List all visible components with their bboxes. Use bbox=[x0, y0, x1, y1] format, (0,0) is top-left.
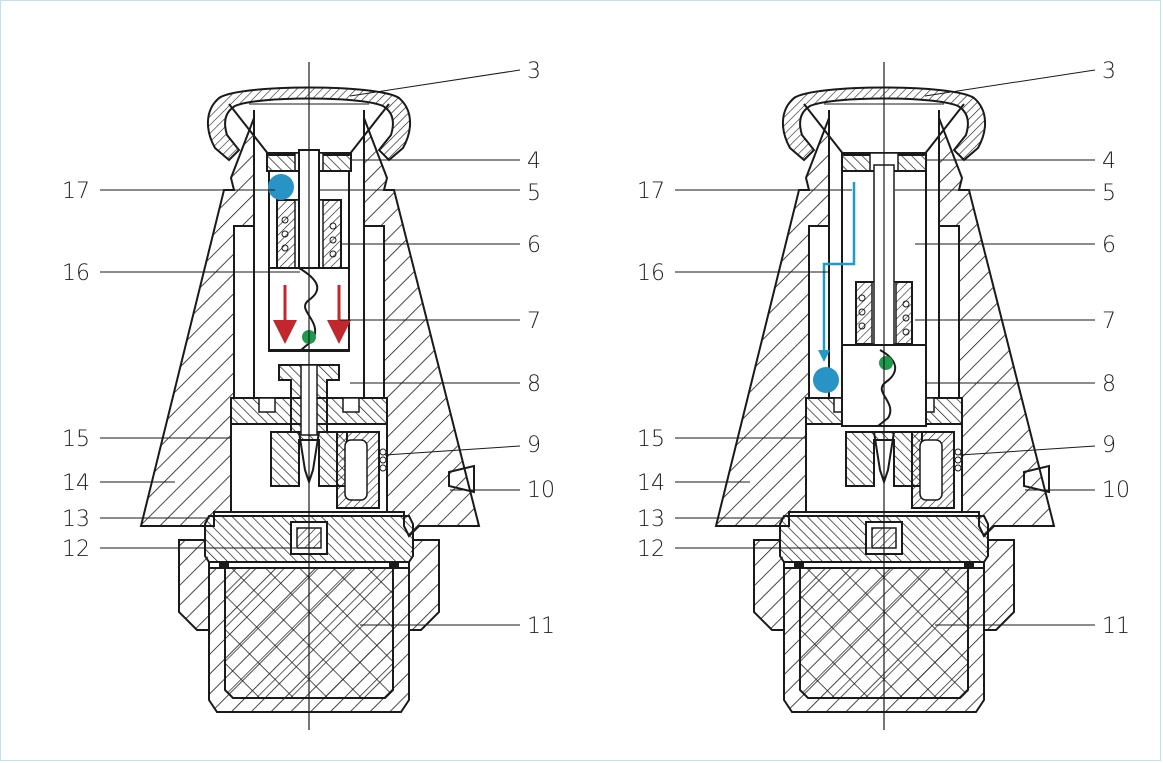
label-9-left: 9 bbox=[527, 433, 541, 458]
green-ball-right bbox=[879, 356, 893, 370]
label-11-left: 11 bbox=[527, 614, 555, 639]
label-3-left: 3 bbox=[527, 59, 541, 84]
label-8-left: 8 bbox=[527, 372, 541, 397]
label-14-left: 14 bbox=[62, 471, 90, 496]
label-7-left: 7 bbox=[527, 309, 541, 334]
label-5-left: 5 bbox=[527, 181, 541, 206]
label-6-left: 6 bbox=[527, 233, 541, 258]
label-6-right: 6 bbox=[1102, 233, 1116, 258]
label-10-right: 10 bbox=[1102, 478, 1130, 503]
label-13-right: 13 bbox=[637, 507, 665, 532]
label-13-left: 13 bbox=[62, 507, 90, 532]
label-5-right: 5 bbox=[1102, 181, 1116, 206]
label-15-left: 15 bbox=[62, 427, 90, 452]
label-15-right: 15 bbox=[637, 427, 665, 452]
label-17-left: 17 bbox=[62, 179, 90, 204]
label-12-left: 12 bbox=[62, 537, 90, 562]
label-8-right: 8 bbox=[1102, 372, 1116, 397]
label-7-right: 7 bbox=[1102, 309, 1116, 334]
flow-path-right bbox=[822, 182, 856, 352]
label-11-right: 11 bbox=[1102, 614, 1130, 639]
labels-left-diagram: 3 4 5 6 7 8 9 10 11 17 16 15 14 13 12 bbox=[62, 59, 555, 639]
label-3-right: 3 bbox=[1102, 59, 1116, 84]
label-12-right: 12 bbox=[637, 537, 665, 562]
blue-ball-left bbox=[268, 174, 294, 200]
valve-right bbox=[715, 62, 1055, 730]
label-4-left: 4 bbox=[527, 149, 541, 174]
label-14-right: 14 bbox=[637, 471, 665, 496]
blue-ball-right bbox=[813, 367, 839, 393]
label-10-left: 10 bbox=[527, 478, 555, 503]
label-16-right: 16 bbox=[637, 261, 665, 286]
label-9-right: 9 bbox=[1102, 433, 1116, 458]
valve-left bbox=[140, 62, 480, 730]
label-16-left: 16 bbox=[62, 261, 90, 286]
labels-right-diagram: 3 4 5 6 7 8 9 10 11 17 16 15 14 13 12 bbox=[637, 59, 1130, 639]
label-17-right: 17 bbox=[637, 179, 665, 204]
label-4-right: 4 bbox=[1102, 149, 1116, 174]
